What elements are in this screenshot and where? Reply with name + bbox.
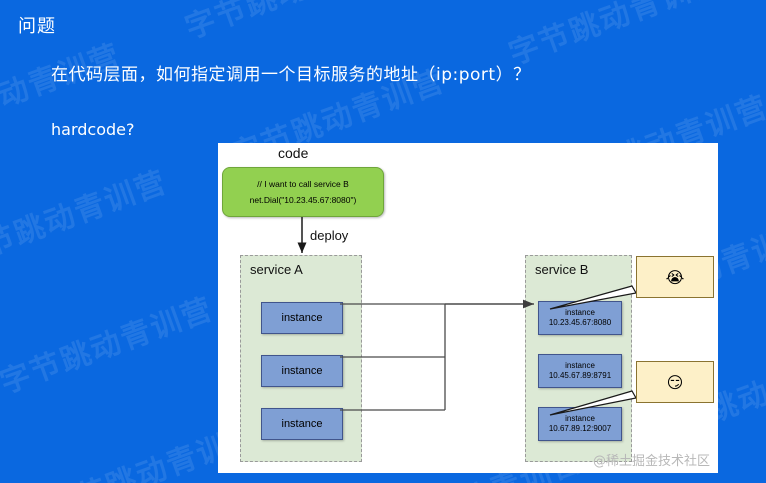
deploy-label: deploy <box>310 228 349 243</box>
instance-address: 10.67.89.12:9007 <box>548 424 612 433</box>
service-a-instance-3: instance <box>261 408 343 440</box>
service-a-group: service A instance instance instance <box>240 255 362 462</box>
watermark-text: 字节跳动青训营 <box>504 0 727 72</box>
code-comment: // I want to call service B <box>257 179 349 189</box>
service-a-title: service A <box>250 262 303 277</box>
service-b-instance-1: instance 10.23.45.67:8080 <box>538 301 622 335</box>
instance-label: instance <box>565 308 595 317</box>
watermark-text: 字节跳动青训营 <box>0 291 218 401</box>
instance-label: instance <box>281 365 323 377</box>
instance-label: instance <box>281 418 323 430</box>
instance-label: instance <box>281 312 323 324</box>
service-b-title: service B <box>535 262 589 277</box>
instance-address: 10.45.67.89:8791 <box>548 371 612 380</box>
code-call: net.Dial("10.23.45.67:8080") <box>249 195 357 205</box>
service-b-instance-3: instance 10.67.89.12:9007 <box>538 407 622 441</box>
panel-watermark: @稀土掘金技术社区 <box>592 454 710 469</box>
connector-overlay <box>297 217 637 416</box>
architecture-diagram: code // I want to call service B net.Dia… <box>218 143 718 473</box>
page-title: 问题 <box>18 16 56 37</box>
service-b-group: service B instance 10.23.45.67:8080 inst… <box>525 255 632 462</box>
crying-face-icon: 😭 <box>665 267 685 287</box>
callout-bubble-1: 😭 <box>636 256 714 298</box>
code-box: // I want to call service B net.Dial("10… <box>222 167 384 217</box>
smirking-face-icon: 😏 <box>666 372 684 392</box>
service-a-instance-2: instance <box>261 355 343 387</box>
instance-label: instance <box>565 414 595 423</box>
service-b-instance-2: instance 10.45.67.89:8791 <box>538 354 622 388</box>
hardcode-text: hardcode? <box>51 120 135 139</box>
watermark-text: 字节跳动青训营 <box>178 0 404 47</box>
instance-address: 10.23.45.67:8080 <box>548 318 612 327</box>
watermark-text: 字节跳动青训营 <box>0 164 172 274</box>
code-label: code <box>278 145 309 161</box>
question-text: 在代码层面，如何指定调用一个目标服务的地址（ip:port）？ <box>51 65 531 85</box>
callout-bubble-2: 😏 <box>636 361 714 403</box>
service-a-instance-1: instance <box>261 302 343 334</box>
instance-label: instance <box>565 361 595 370</box>
